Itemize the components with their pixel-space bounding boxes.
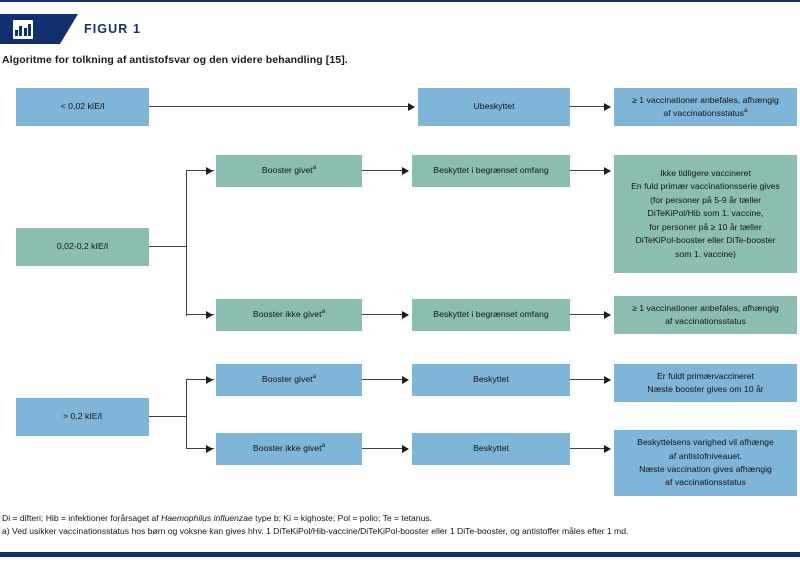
node-status-ubeskyttet: Ubeskyttet (418, 88, 570, 126)
figure-header: FIGUR 1 (0, 14, 141, 44)
connector-high-stub (149, 416, 187, 418)
abbrev-pre: Di = difteri; Hib = infektioner forårsag… (2, 513, 162, 523)
node-booster-high-notgiven: Booster ikke giveta (216, 433, 362, 465)
node-label: ≥ 1 vaccinationer anbefales, afhængig af… (632, 94, 779, 118)
node-label: > 0,2 kIE/l (63, 411, 102, 422)
arrow-icon (206, 166, 213, 175)
connector-statushigh2-to-action (570, 448, 610, 450)
figure-caption: Algoritme for tolkning af antistofsvar o… (2, 54, 348, 66)
node-label: Booster giveta (261, 164, 317, 176)
node-label: Beskyttet i begrænset omfang (433, 165, 549, 176)
abbrev-post: type b; Ki = kighoste; Pol = polio; Te =… (252, 513, 433, 523)
bottom-spacer (0, 561, 800, 566)
footnote-marker: a (312, 373, 317, 381)
node-start-high: > 0,2 kIE/l (16, 398, 149, 436)
connector-statusmid2-to-action (570, 314, 610, 316)
connector-mid-spine (186, 170, 188, 316)
node-booster-mid-notgiven: Booster ikke giveta (216, 299, 362, 331)
connector-high-arm-top (186, 379, 214, 381)
top-rule (0, 0, 800, 2)
arrow-icon (604, 444, 611, 453)
arrow-icon (604, 375, 611, 384)
node-label: Beskyttet i begrænset omfang (433, 309, 549, 320)
node-booster-mid-given: Booster giveta (216, 155, 362, 187)
node-action-high-given: Er fuldt primærvaccineret Næste booster … (614, 364, 797, 402)
node-label: < 0,02 kIE/l (60, 101, 105, 112)
arrow-icon (402, 444, 409, 453)
node-start-low: < 0,02 kIE/l (16, 88, 149, 126)
connector-boostermid2-to-status (362, 314, 408, 316)
arrow-icon (604, 102, 611, 111)
arrow-icon (604, 310, 611, 319)
node-status-mid-notgiven: Beskyttet i begrænset omfang (412, 299, 570, 331)
connector-status-to-action-low (570, 106, 610, 108)
node-status-mid-given: Beskyttet i begrænset omfang (412, 155, 570, 187)
arrow-icon (402, 166, 409, 175)
arrow-icon (206, 375, 213, 384)
figure-label: FIGUR 1 (84, 22, 142, 36)
footnote-marker: a (321, 442, 326, 450)
node-status-high-given: Beskyttet (412, 364, 570, 396)
node-label: ≥ 1 vaccinationer anbefales, afhængig af… (632, 302, 779, 326)
node-label: Booster giveta (261, 373, 317, 385)
footnote-marker: a (744, 107, 748, 115)
node-label: Beskyttet (473, 443, 509, 454)
arrow-icon (408, 102, 415, 111)
node-action-high-notgiven: Beskyttelsens varighed vil afhænge af an… (614, 430, 797, 496)
node-action-low: ≥ 1 vaccinationer anbefales, afhængig af… (614, 88, 797, 126)
node-label: Beskyttelsens varighed vil afhænge af an… (637, 437, 774, 488)
arrow-icon (206, 444, 213, 453)
arrow-icon (206, 310, 213, 319)
node-label: Booster ikke giveta (252, 308, 326, 320)
node-label: Er fuldt primærvaccineret Næste booster … (647, 370, 764, 394)
footnote-marker: a (312, 164, 317, 172)
abbreviation-note: Di = difteri; Hib = infektioner forårsag… (2, 512, 798, 525)
connector-statusmid-to-action (570, 170, 610, 172)
footnote-a: a) Ved usikker vaccinationsstatus hos bø… (2, 526, 629, 537)
connector-boostermid-to-status (362, 170, 408, 172)
footnote-marker: a (321, 308, 326, 316)
node-label: Booster ikke giveta (252, 442, 326, 454)
node-start-mid: 0,02-0,2 kIE/l (16, 228, 149, 266)
connector-high-spine (186, 379, 188, 449)
node-label: Ubeskyttet (473, 101, 515, 112)
node-action-mid-notgiven: ≥ 1 vaccinationer anbefales, afhængig af… (614, 296, 797, 334)
node-booster-high-given: Booster giveta (216, 364, 362, 396)
bottom-rule (0, 552, 800, 557)
connector-boosterhigh2-to-status (362, 448, 408, 450)
connector-boosterhigh-to-status (362, 379, 408, 381)
arrow-icon (604, 166, 611, 175)
node-action-mid-given: Ikke tidligere vaccineret En fuld primær… (614, 155, 797, 273)
connector-low-to-status (149, 106, 414, 108)
connector-statushigh-to-action (570, 379, 610, 381)
node-label: Beskyttet (473, 374, 509, 385)
connector-mid-arm-top (186, 170, 214, 172)
bar-chart-icon (13, 19, 33, 39)
node-label: Ikke tidligere vaccineret En fuld primær… (631, 167, 780, 259)
node-label: 0,02-0,2 kIE/l (56, 241, 109, 252)
connector-mid-stub (149, 246, 187, 248)
connector-high-arm-bottom (186, 448, 214, 450)
arrow-icon (402, 310, 409, 319)
arrow-icon (402, 375, 409, 384)
species-name: Haemophilus influenzae (161, 513, 253, 523)
figure-notes: Di = difteri; Hib = infektioner forårsag… (2, 512, 798, 539)
node-status-high-notgiven: Beskyttet (412, 433, 570, 465)
connector-mid-arm-bottom (186, 314, 214, 316)
